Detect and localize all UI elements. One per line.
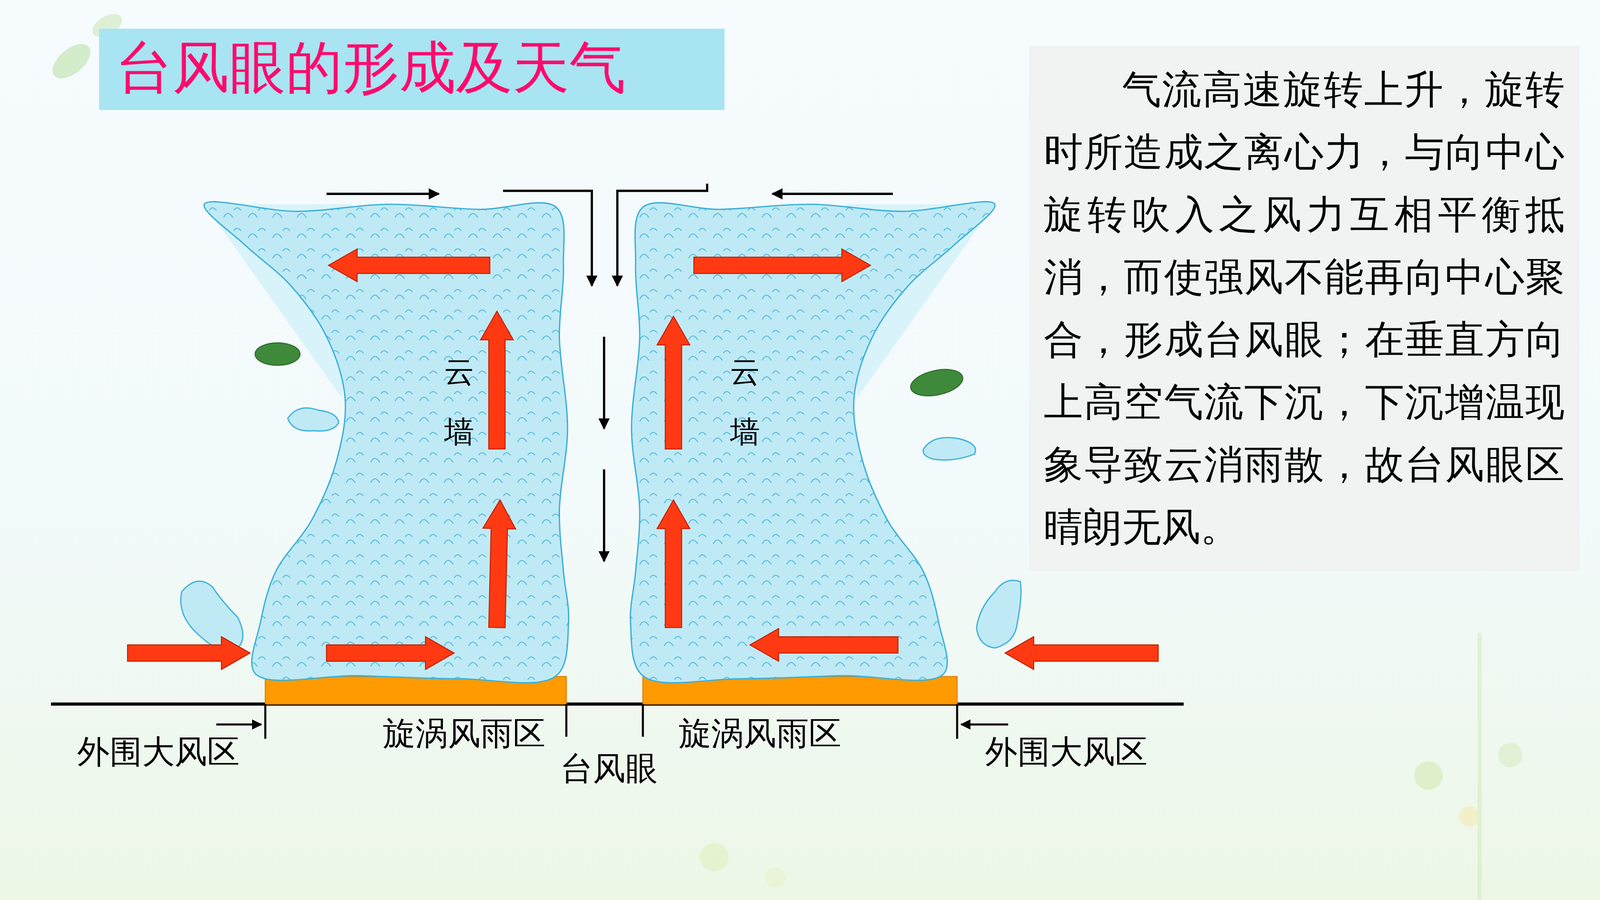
rising-airflow-arrow bbox=[328, 249, 490, 282]
green-blob bbox=[255, 342, 300, 366]
zone-tick bbox=[264, 704, 267, 739]
green-blob bbox=[908, 365, 966, 400]
zone-label: 旋涡风雨区 bbox=[382, 712, 546, 756]
title-text: 台风眼的形成及天气 bbox=[99, 28, 725, 107]
zone-tick bbox=[265, 704, 958, 739]
ground-line bbox=[50, 702, 1184, 706]
decoration bbox=[765, 867, 786, 888]
cloud-wall-shape bbox=[203, 201, 569, 683]
sinking-airflow-arrow bbox=[326, 192, 439, 195]
sinking-airflow-arrow bbox=[772, 192, 893, 195]
decoration bbox=[700, 842, 729, 872]
rising-airflow-arrow bbox=[657, 316, 690, 449]
cloud-fragment bbox=[923, 437, 976, 460]
cloud-fragment bbox=[180, 581, 243, 650]
cloud-fragment bbox=[976, 580, 1022, 648]
rising-airflow-arrow bbox=[657, 500, 690, 628]
zone-tick bbox=[565, 704, 568, 737]
rising-airflow-arrow bbox=[1005, 636, 1158, 670]
zone-label: 外围大风区 bbox=[77, 730, 240, 775]
sinking-airflow-arrow bbox=[602, 336, 605, 429]
rising-airflow-arrow bbox=[750, 628, 898, 662]
zone-pointer bbox=[216, 723, 262, 726]
rising-airflow-arrow bbox=[127, 636, 250, 670]
cloud-wall-shape bbox=[625, 199, 1000, 684]
zone-tick bbox=[956, 704, 959, 739]
decoration bbox=[1459, 806, 1480, 827]
decoration bbox=[1477, 632, 1482, 900]
zone-band bbox=[265, 676, 958, 705]
cloud-wall: 云墙 bbox=[199, 199, 574, 684]
zone-label: 外围大风区 bbox=[985, 730, 1148, 775]
cloud-wall-shape bbox=[630, 201, 995, 683]
sinking-airflow-arrow bbox=[617, 183, 708, 286]
decoration bbox=[46, 37, 97, 85]
sinking-airflow-arrow bbox=[602, 469, 605, 562]
rising-airflow-arrow bbox=[326, 636, 455, 670]
zone-tick bbox=[641, 704, 644, 737]
zone-label: 旋涡风雨区 bbox=[678, 712, 842, 756]
cloud-wall-label: 云墙 bbox=[444, 341, 475, 462]
rising-airflow-arrow bbox=[480, 311, 513, 450]
explanation-text: 气流高速旋转上升，旋转时所造成之离心力，与向中心旋转吹入之风力互相平衡抵消，而使… bbox=[1043, 58, 1565, 559]
ground-line bbox=[50, 702, 1184, 706]
rising-airflow-arrow bbox=[482, 500, 516, 628]
cloud-wall-shape bbox=[199, 199, 574, 684]
zone-pointer bbox=[961, 723, 1009, 726]
decoration bbox=[1414, 761, 1443, 790]
sinking-airflow-arrow bbox=[326, 183, 893, 562]
text-panel: 气流高速旋转上升，旋转时所造成之离心力，与向中心旋转吹入之风力互相平衡抵消，而使… bbox=[1028, 45, 1580, 571]
cloud-wall: 云墙 bbox=[625, 199, 1000, 684]
title-box: 台风眼的形成及天气 bbox=[99, 28, 725, 111]
sinking-airflow-arrow bbox=[502, 190, 592, 286]
cloud-fragment bbox=[287, 407, 339, 431]
decoration bbox=[1497, 742, 1523, 768]
cloud-wall-outline bbox=[203, 201, 569, 683]
cloud-wall-label: 云墙 bbox=[730, 341, 760, 462]
zone-label: 台风眼 bbox=[560, 747, 658, 791]
cloud-wall-outline bbox=[630, 201, 995, 683]
zone-pointer bbox=[216, 723, 1008, 726]
rising-airflow-arrow bbox=[127, 249, 1158, 670]
rising-airflow-arrow bbox=[693, 249, 871, 282]
